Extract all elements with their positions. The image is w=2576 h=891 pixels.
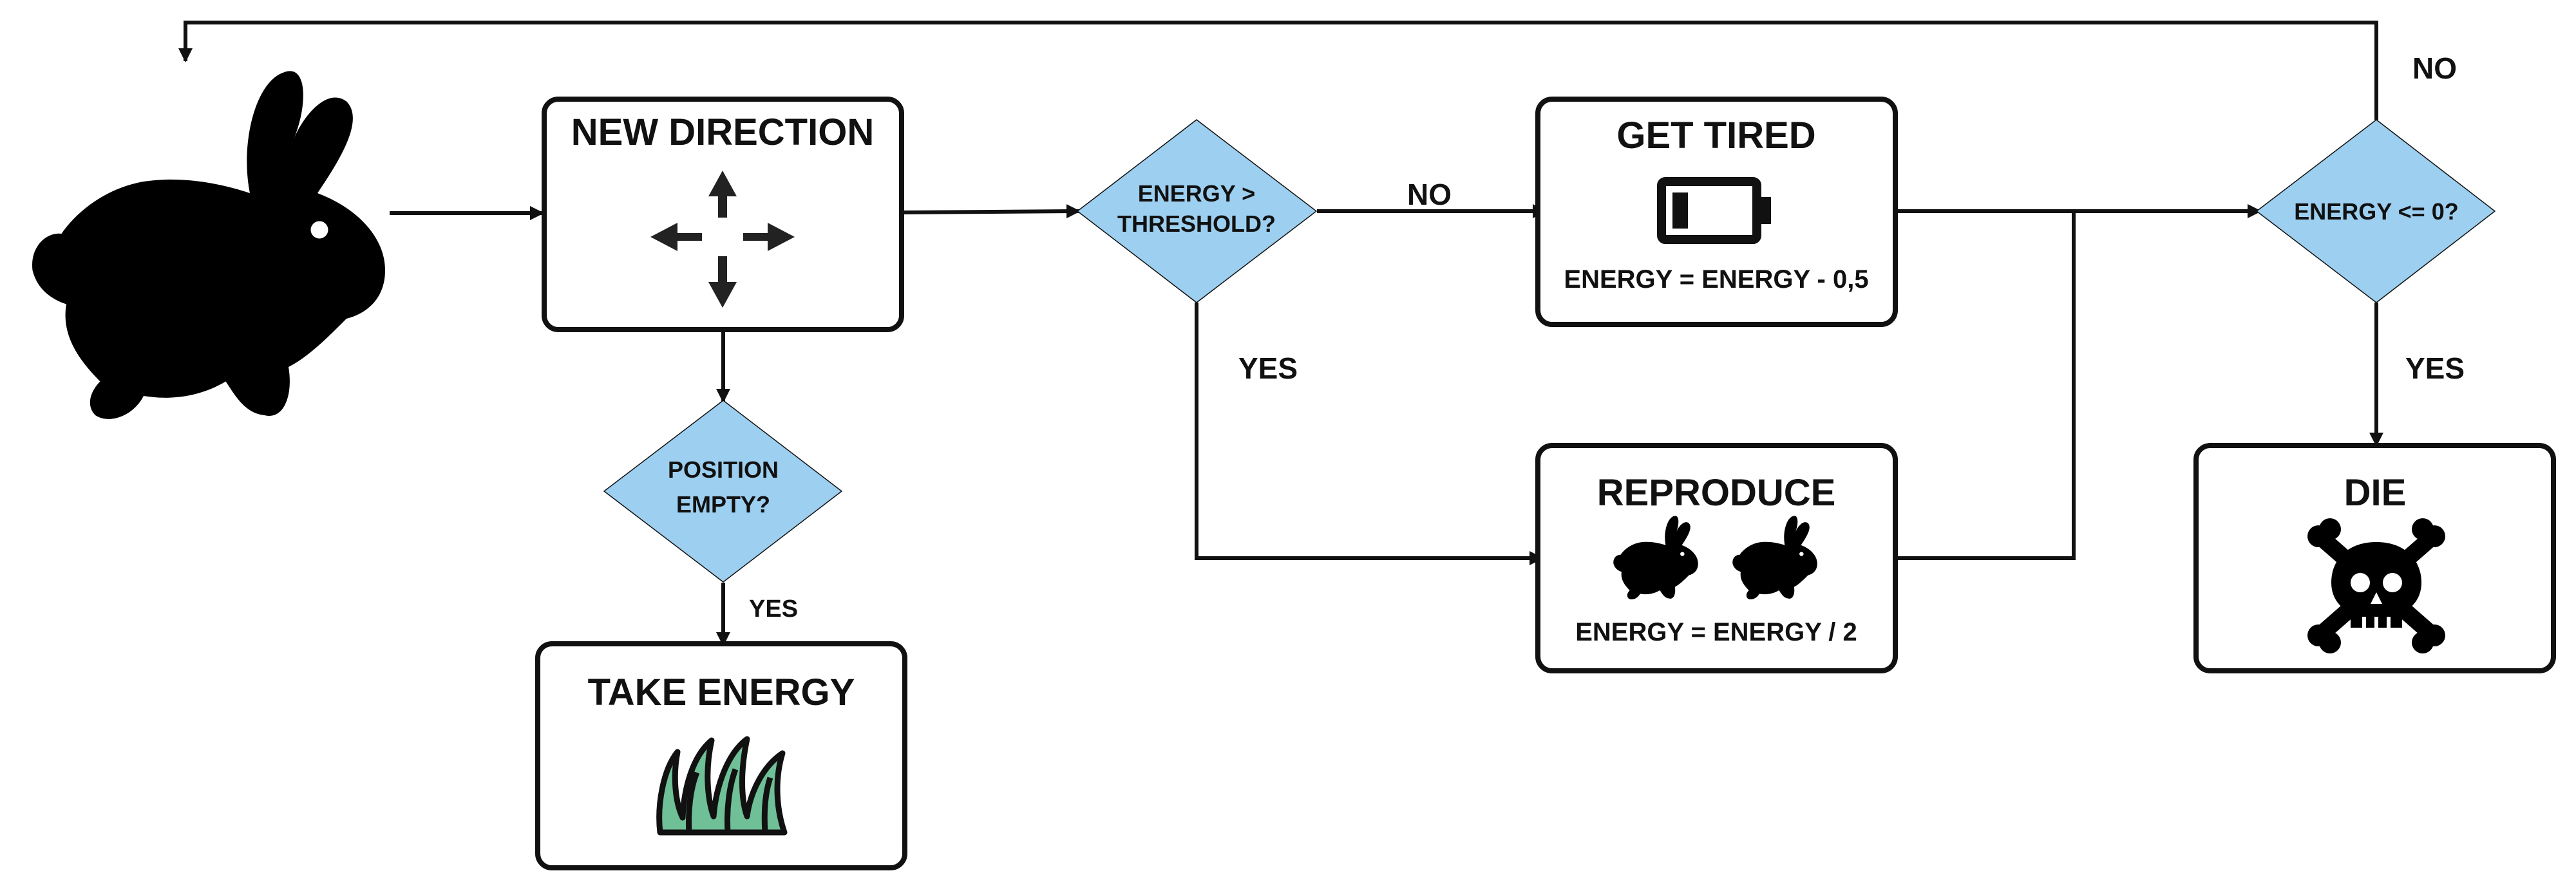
node-die-title: DIE [2344,472,2407,514]
edge-threshold-to-reproduce [1195,303,1544,565]
node-get-tired-subtitle: ENERGY = ENERGY - 0,5 [1564,265,1868,294]
decision-energy-zero: ENERGY <= 0? [2255,119,2496,303]
node-get-tired: GET TIRED ENERGY = ENERGY - 0,5 [1535,97,1898,327]
node-get-tired-title: GET TIRED [1616,115,1815,156]
node-new-direction: NEW DIRECTION [542,97,904,332]
edge-label-threshold-yes: YES [1238,352,1298,385]
edge-label-zero-no: NO [2412,52,2457,85]
node-take-energy-title: TAKE ENERGY [588,671,855,713]
node-reproduce-subtitle: ENERGY = ENERGY / 2 [1575,618,1857,646]
low-battery-icon [1657,177,1771,244]
rabbits-icon [1613,516,1817,600]
node-reproduce-title: REPRODUCE [1597,472,1836,514]
decision-position-empty-line2: EMPTY? [676,491,770,518]
decision-energy-zero-line1: ENERGY <= 0? [2294,198,2458,225]
decision-energy-threshold-line2: THRESHOLD? [1117,211,1276,237]
decision-position-empty-line1: POSITION [668,456,779,483]
edge-reproduce-to-merge [1895,211,2076,560]
edge-zero-check-loop-back [178,21,2378,120]
edge-new-direction-to-threshold [901,204,1081,219]
decision-energy-threshold-line1: ENERGY > [1138,180,1255,207]
edge-label-position-yes: YES [749,596,798,623]
node-die: DIE [2193,443,2556,673]
skull-crossbones-icon [2307,518,2445,653]
node-take-energy: TAKE ENERGY [535,641,907,870]
decision-energy-threshold: ENERGY > THRESHOLD? [1076,119,1318,303]
edge-label-threshold-no: NO [1407,178,1452,211]
decision-position-empty: POSITION EMPTY? [603,400,843,583]
edges [178,21,2383,646]
edge-label-zero-yes: YES [2405,352,2465,385]
node-new-direction-title: NEW DIRECTION [571,111,874,153]
four-way-arrows-icon [650,171,795,308]
grass-icon [656,736,788,836]
rabbit-icon [32,71,386,419]
node-reproduce: REPRODUCE ENERGY = ENERGY / 2 [1535,443,1898,673]
